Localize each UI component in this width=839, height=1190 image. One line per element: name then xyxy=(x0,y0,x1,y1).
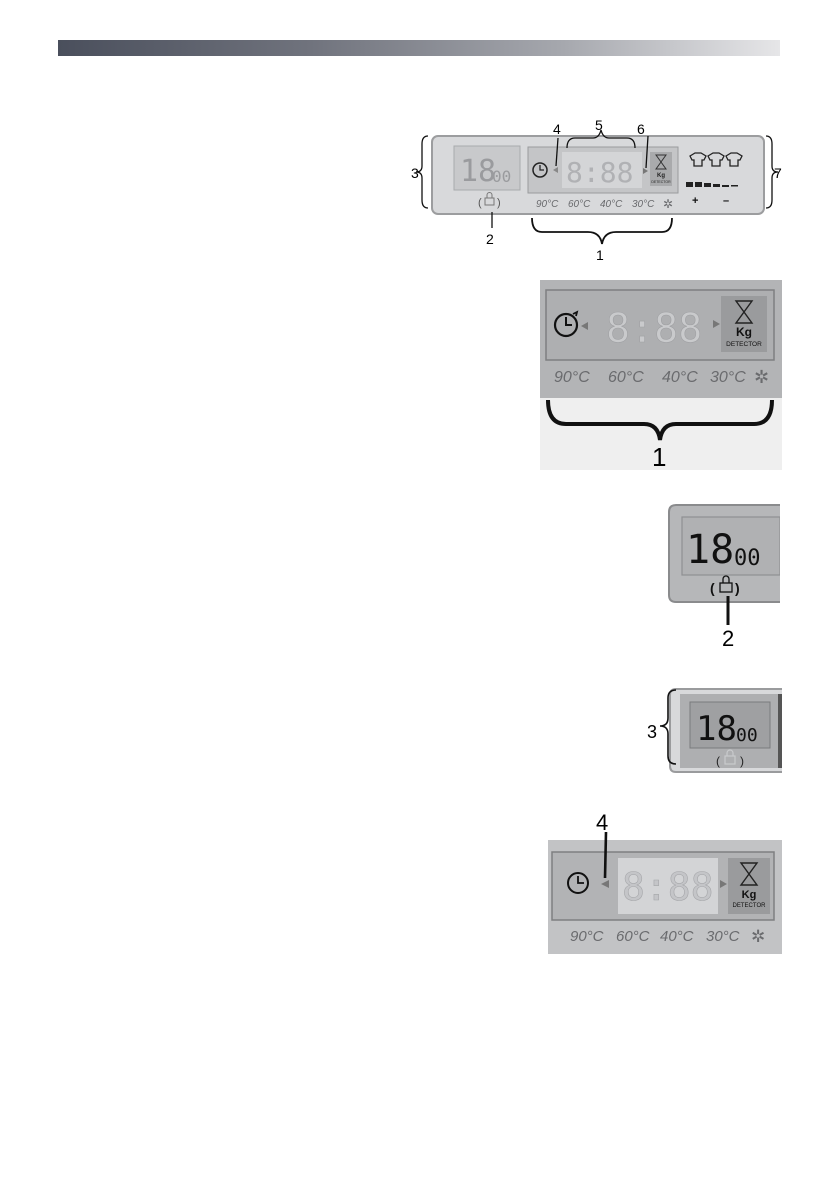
lock-icon xyxy=(719,575,733,593)
spin-speed-minor: 00 xyxy=(736,725,758,746)
spin-speed-major: 18 xyxy=(696,709,737,749)
callout-5: 5 xyxy=(595,117,603,133)
brace-1 xyxy=(531,217,673,245)
temp-60: 60°C xyxy=(616,928,650,945)
kg-detector-box xyxy=(721,296,767,352)
kg-label: Kg xyxy=(736,325,752,339)
leader-4 xyxy=(603,831,608,879)
lock-bracket-open: ( xyxy=(478,197,482,209)
callout-1: 1 xyxy=(652,442,666,470)
kg-label: Kg xyxy=(742,889,757,901)
temp-40: 40°C xyxy=(600,199,623,210)
lock-bracket-close: ) xyxy=(497,197,501,209)
time-digits-bg xyxy=(618,858,718,914)
detector-label: DETECTOR xyxy=(726,341,762,348)
spin-display xyxy=(453,145,521,191)
temp-40: 40°C xyxy=(660,928,694,945)
leader-6 xyxy=(645,135,649,169)
level-bars-icon xyxy=(686,182,738,187)
figure-detail-4: 8:88 Kg DETECTOR 90°C 60°C 40°C 30°C ✲ 4 xyxy=(548,810,782,956)
leader-4 xyxy=(555,137,559,167)
lock-bracket-open: ( xyxy=(710,580,715,596)
temp-60: 60°C xyxy=(608,369,644,386)
arrow-left-icon xyxy=(553,167,558,173)
snowflake-icon: ✲ xyxy=(754,367,769,387)
detector-label: DETECTOR xyxy=(651,180,671,184)
temp-30: 30°C xyxy=(632,199,655,210)
temp-90: 90°C xyxy=(554,369,590,386)
callout-2: 2 xyxy=(486,231,494,247)
arrow-right-icon xyxy=(643,168,648,174)
callout-1: 1 xyxy=(596,247,604,263)
time-digits: 8:88 xyxy=(622,865,714,909)
temp-90: 90°C xyxy=(570,928,604,945)
soil-minus: – xyxy=(723,195,729,207)
brace-3 xyxy=(415,135,429,209)
kg-detector-box xyxy=(728,858,770,914)
temperature-row: 90°C 60°C 40°C 30°C ✲ xyxy=(570,927,765,946)
arrow-left-icon xyxy=(581,322,588,330)
figure-detail-3: 18 00 ( ) 3 xyxy=(646,686,782,776)
figure-detail-2: 18 00 ( ) 2 xyxy=(666,503,780,653)
lock-bracket-close: ) xyxy=(735,580,740,596)
kg-label: Kg xyxy=(657,173,665,179)
spin-speed-major: 18 xyxy=(460,154,496,189)
hourglass-icon xyxy=(655,154,667,170)
callout-3: 3 xyxy=(647,722,657,742)
callout-4: 4 xyxy=(596,810,608,835)
temperature-row: 90°C 60°C 40°C 30°C ✲ xyxy=(554,367,769,387)
temp-60: 60°C xyxy=(568,199,591,210)
lock-bracket-close: ) xyxy=(740,754,744,768)
temperature-row: 90°C 60°C 40°C 30°C ✲ xyxy=(536,197,673,211)
callout-4: 4 xyxy=(553,121,561,137)
snowflake-icon: ✲ xyxy=(663,197,673,211)
brace-7 xyxy=(765,135,779,209)
arrow-right-icon xyxy=(720,880,727,888)
callout-7: 7 xyxy=(774,165,782,181)
temp-30: 30°C xyxy=(710,369,746,386)
arrow-left-icon xyxy=(601,880,609,888)
hourglass-icon xyxy=(734,300,754,324)
spin-speed-minor: 00 xyxy=(492,167,511,186)
timer-delay-icon xyxy=(567,872,589,894)
timer-delay-icon xyxy=(532,162,548,178)
header-bar xyxy=(58,40,780,56)
callout-3: 3 xyxy=(411,165,419,181)
time-digits-bg xyxy=(562,152,642,188)
shirt-icon xyxy=(689,152,743,167)
snowflake-icon: ✲ xyxy=(751,927,765,946)
brace-5 xyxy=(566,129,636,149)
spin-speed-major: 18 xyxy=(686,527,734,573)
time-digits: 8:88 xyxy=(566,156,633,189)
timer-delay-icon xyxy=(553,310,579,338)
figure-detail-1: 8:88 Kg DETECTOR 90°C 60°C 40°C 30°C ✲ 1 xyxy=(540,280,782,470)
temp-90: 90°C xyxy=(536,199,559,210)
brace-1 xyxy=(546,399,774,441)
lock-icon xyxy=(484,192,495,206)
lock-icon xyxy=(724,749,736,765)
detector-label: DETECTOR xyxy=(733,903,767,909)
lock-bracket-open: ( xyxy=(716,754,720,768)
arrow-right-icon xyxy=(713,320,720,328)
hourglass-icon xyxy=(739,862,759,886)
soil-plus: + xyxy=(692,195,698,207)
brace-3 xyxy=(659,689,677,765)
time-digits: 8:88 xyxy=(606,306,702,352)
figure-full-panel: 18 00 ( ) 8:88 Kg DETECTOR 90°C 60°C xyxy=(410,112,782,264)
callout-2: 2 xyxy=(722,626,734,651)
temp-30: 30°C xyxy=(706,928,740,945)
callout-6: 6 xyxy=(637,121,645,137)
temp-40: 40°C xyxy=(662,369,698,386)
spin-speed-minor: 00 xyxy=(734,546,761,571)
